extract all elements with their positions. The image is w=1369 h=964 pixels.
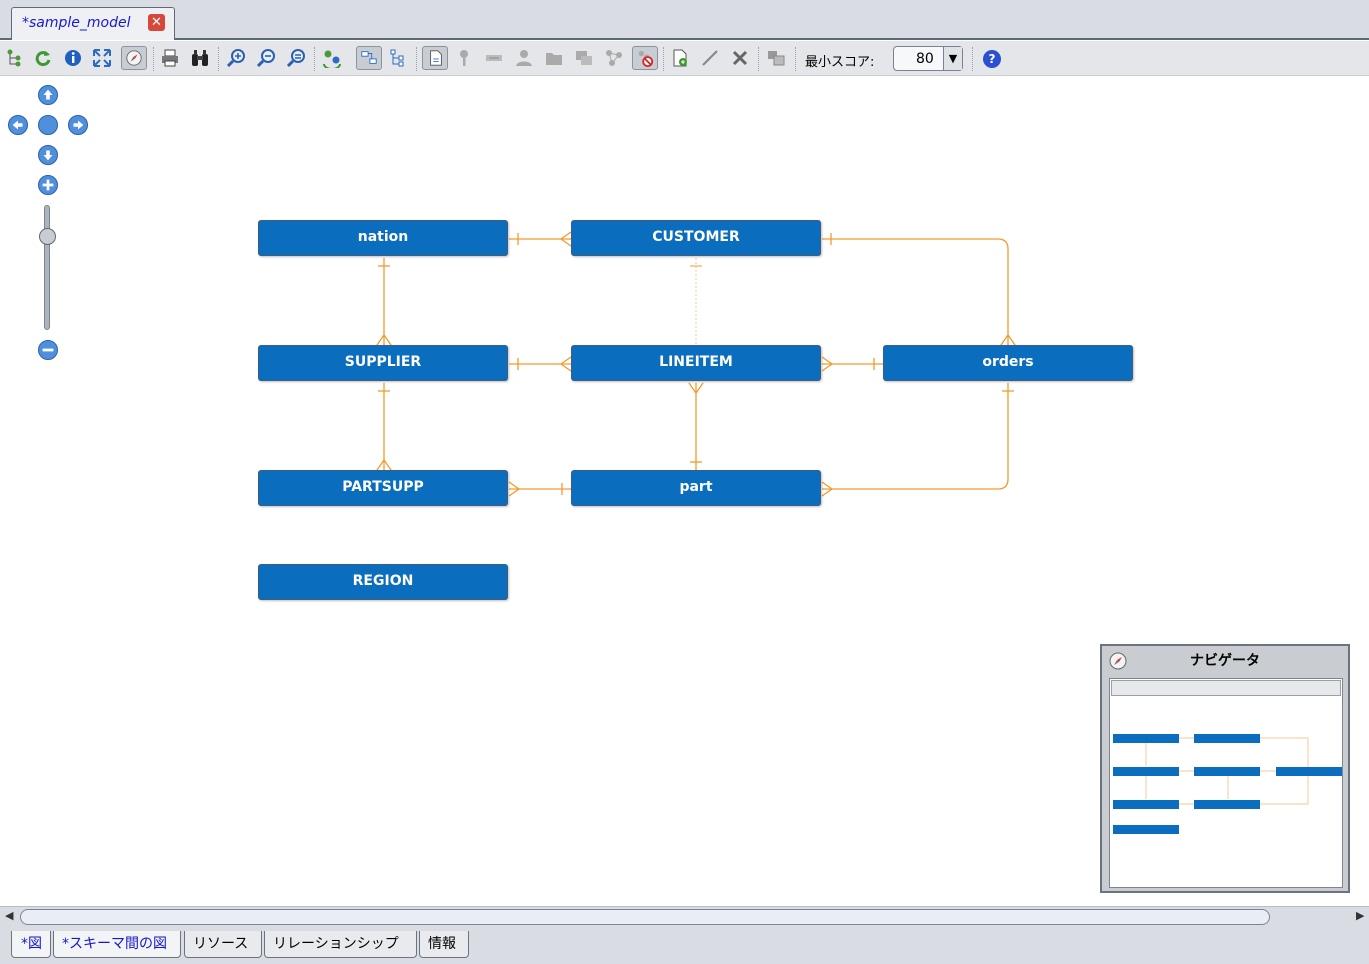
crow-foot-marker [376,333,392,346]
entity-partsupp[interactable]: PARTSUPP [258,470,508,506]
toolbar-separator [795,47,797,71]
tab-diagram[interactable]: *図 [11,931,51,958]
tab-relationships[interactable]: リレーションシップ [264,931,417,958]
page-view-toggle-button[interactable] [422,46,448,70]
tab-information[interactable]: 情報 [419,931,469,958]
navigator-minimap [1113,734,1342,834]
line-tool-icon[interactable] [700,48,720,68]
delete-icon[interactable] [730,48,750,68]
toolbar-separator [218,47,220,71]
user-icon [516,50,532,66]
entity-customer[interactable]: CUSTOMER [571,220,821,256]
horizontal-scrollbar[interactable]: ◀ ▶ [0,906,1369,928]
tab-resources[interactable]: リソース [184,931,262,958]
key-icon [460,50,468,66]
zoom-minus-icon[interactable] [38,340,58,360]
relation-customer-orders [822,238,1009,345]
entity-nation[interactable]: nation [258,220,508,256]
page-icon [430,50,442,66]
entity-supplier[interactable]: SUPPLIER [258,345,508,381]
tree-icon[interactable] [4,48,24,68]
bottom-tab-bar: *図 *スキーマ間の図 リソース リレーションシップ 情報 [0,928,1369,964]
network-icon [606,50,622,66]
pan-left-icon[interactable] [8,115,28,135]
toolbar-separator [416,47,418,71]
refresh-icon[interactable] [33,48,53,68]
pan-down-icon[interactable] [38,145,58,165]
auto-layout-icon[interactable] [322,48,342,68]
pan-right-icon[interactable] [68,115,88,135]
tables-icon [576,51,592,65]
info-icon[interactable] [63,48,83,68]
crow-foot-marker [559,356,572,372]
group-icon[interactable] [766,48,786,68]
toolbar-separator [972,47,974,71]
no-filter-icon [638,50,654,67]
min-score-label: 最小スコア: [805,55,875,70]
entity-lineitem[interactable]: LINEITEM [571,345,821,381]
entity-region[interactable]: REGION [258,564,508,600]
toolbar-separator [663,47,665,71]
tab-inter-schema-diagram[interactable]: *スキーマ間の図 [53,931,181,958]
scroll-left-icon[interactable]: ◀ [5,909,14,922]
zoom-plus-icon[interactable] [38,175,58,195]
relation-part-orders [822,383,1009,490]
crow-foot-marker [688,382,704,395]
horizontal-scrollbar-thumb[interactable] [20,909,1270,925]
crow-foot-marker [559,231,572,247]
pan-up-icon[interactable] [38,85,58,105]
field-icon [486,55,502,61]
crow-foot-marker [508,481,521,497]
min-score-value: 80 [916,51,934,67]
close-icon[interactable]: ✕ [148,14,165,31]
help-icon[interactable]: ? [983,50,1001,68]
crow-foot-marker [1000,333,1016,346]
fit-to-window-icon[interactable] [92,48,112,68]
binoculars-icon[interactable] [190,48,210,68]
navigator-viewport-handle[interactable] [1111,680,1341,696]
filter-toggle-button[interactable] [632,46,658,70]
relationship-lines [376,231,1016,497]
add-page-icon[interactable] [670,48,690,68]
toolbar-separator [758,47,760,71]
navigator-overview[interactable] [1109,678,1343,888]
toolbar-separator [153,47,155,71]
chevron-down-icon[interactable]: ▼ [943,47,962,70]
crow-foot-marker [821,481,834,497]
compass-icon [126,50,142,66]
hierarchy-view-icon[interactable] [388,48,408,68]
min-score-dropdown[interactable]: 80 ▼ [893,46,963,71]
toolbar-separator [314,47,316,71]
editor-tab-strip: *sample_model ✕ [0,0,1369,40]
zoom-out-icon[interactable] [256,48,276,68]
zoom-slider-thumb[interactable] [39,228,56,245]
navigator-title: ナビゲータ [1190,653,1260,669]
print-icon[interactable] [160,48,180,68]
crow-foot-marker [821,356,834,372]
entity-view-toggle-button[interactable] [356,46,382,70]
navigator-toggle-button[interactable] [121,46,147,70]
editor-tab-sample-model[interactable]: *sample_model ✕ [11,7,175,40]
pan-center-icon[interactable] [38,115,58,135]
editor-tab-title: *sample_model [22,15,131,31]
scroll-right-icon[interactable]: ▶ [1356,909,1365,922]
zoom-actual-icon[interactable] [286,48,306,68]
zoom-slider-track[interactable] [44,205,50,330]
diagram-canvas[interactable]: nation CUSTOMER SUPPLIER LINEITEM orders… [0,76,1369,906]
zoom-in-icon[interactable] [226,48,246,68]
crow-foot-marker [376,458,392,471]
compass-icon [1109,652,1127,670]
entity-view-icon [361,51,377,64]
entity-orders[interactable]: orders [883,345,1133,381]
navigator-panel: ナビゲータ [1100,644,1350,893]
toolbar: 最小スコア: 80 ▼ ? [0,41,1369,76]
entity-part[interactable]: part [571,470,821,506]
folder-icon [546,53,562,65]
